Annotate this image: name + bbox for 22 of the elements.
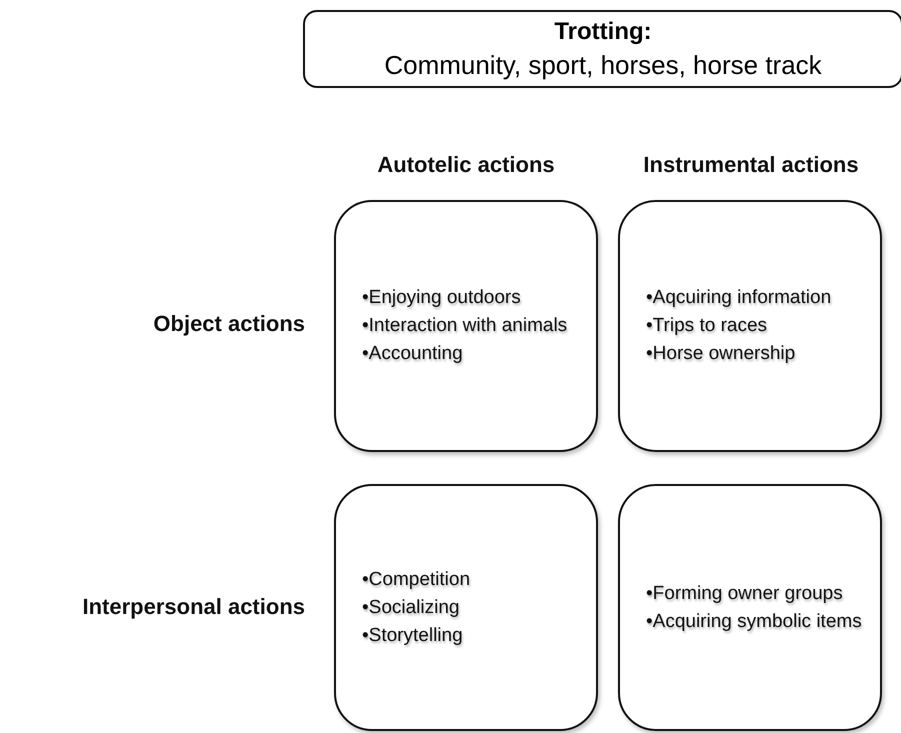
bullet-item: •Interaction with animals — [362, 314, 568, 338]
title-heading: Trotting: — [554, 17, 652, 47]
quadrant-box — [618, 200, 882, 452]
column-header: Autotelic actions — [377, 152, 555, 178]
bullet-item: •Enjoying outdoors — [362, 286, 522, 310]
bullet-item: •Horse ownership — [646, 342, 796, 366]
bullet-item: •Acquiring symbolic items — [646, 610, 863, 634]
bullet-item: •Trips to races — [646, 314, 768, 338]
quadrant-box — [334, 484, 598, 731]
bullet-item: •Storytelling — [362, 624, 464, 648]
title-box — [303, 10, 901, 88]
column-header: Instrumental actions — [643, 152, 859, 178]
bullet-item: •Accounting — [362, 342, 464, 366]
row-header: Interpersonal actions — [82, 594, 305, 620]
quadrant-box — [618, 484, 882, 731]
title-subtitle: Community, sport, horses, horse track — [384, 49, 822, 82]
bullet-item: •Competition — [362, 568, 472, 592]
bullet-item: •Forming owner groups — [646, 582, 844, 606]
quadrant-box — [334, 200, 598, 452]
bullet-item: •Aqcuiring information — [646, 286, 832, 310]
bullet-item: •Socializing — [362, 596, 460, 620]
row-header: Object actions — [153, 311, 305, 337]
